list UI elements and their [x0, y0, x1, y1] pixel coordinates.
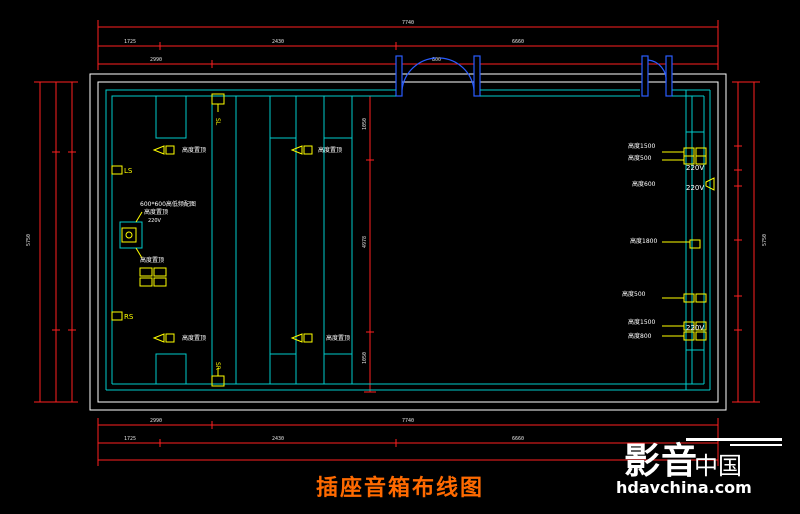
- dim-top-left2: 2990: [150, 57, 162, 63]
- right-h1500-b: 高度1500: [628, 318, 655, 326]
- speaker-rs-label: RS: [124, 313, 134, 321]
- dim-bottom-mid: 2430: [272, 436, 284, 442]
- logo-sub-text: 中国: [694, 452, 742, 480]
- dim-side-total: 5750: [26, 234, 32, 246]
- dim-bottom-right: 6660: [512, 436, 524, 442]
- interior-structure: [105, 89, 711, 391]
- dimension-lines: [34, 20, 760, 466]
- dim-bottom-left: 1725: [124, 436, 136, 442]
- screen-220v-label: 220V: [148, 218, 162, 224]
- right-h1800: 高度1800: [630, 237, 657, 245]
- screen-ceiling-label: 高度置顶: [144, 208, 168, 216]
- speaker-ls-label: LS: [124, 167, 133, 175]
- dim-door-width: 800: [432, 57, 441, 63]
- logo-main-text: 影音: [624, 441, 699, 482]
- speaker-sr-label: SR: [214, 362, 221, 370]
- screen-note-label: 600*600高低频配图: [140, 200, 196, 208]
- right-h500-b: 高度500: [622, 290, 646, 298]
- right-h600: 高度600: [632, 180, 656, 188]
- ceiling-label-3: 高度置顶: [318, 146, 342, 154]
- right-220v-c: 220V: [686, 324, 704, 332]
- right-220v-a: 220V: [686, 164, 704, 172]
- right-h800: 高度800: [628, 332, 652, 340]
- dim-bottom-total: 7740: [402, 418, 414, 424]
- dim-mid-top: 1050: [362, 118, 368, 130]
- ceiling-label-2: 高度置顶: [182, 334, 206, 342]
- dimension-texts: 7740 1725 2430 6660 2990 800 7740 2990 1…: [26, 20, 768, 442]
- symbol-labels: LS RS SL SR 高度置顶 高度置顶 高度置顶 高度置顶 600*600高…: [124, 118, 704, 370]
- dim-top-right: 6660: [512, 39, 524, 45]
- dim-mid-bottom: 1050: [362, 352, 368, 364]
- watermark-logo: 影音 中国 hdavchina.com: [598, 432, 794, 502]
- logo-url-text: hdavchina.com: [616, 478, 752, 497]
- door: [395, 55, 673, 97]
- ceiling-label-1: 高度置顶: [182, 146, 206, 154]
- dim-top-total: 7740: [402, 20, 414, 26]
- right-220v-b: 220V: [686, 184, 704, 192]
- logo-bar-short: [730, 444, 782, 446]
- dim-top-left: 1725: [124, 39, 136, 45]
- dim-bottom-left2: 2990: [150, 418, 162, 424]
- right-h1500-a: 高度1500: [628, 142, 655, 150]
- speaker-sl-label: SL: [214, 118, 221, 126]
- right-h500-a: 高度500: [628, 154, 652, 162]
- diagram-title: 插座音箱布线图: [315, 476, 484, 501]
- symbols: [111, 93, 715, 387]
- dim-top-mid: 2430: [272, 39, 284, 45]
- dim-mid-vertical: 4978: [362, 236, 368, 248]
- dim-right-total: 5750: [762, 234, 768, 246]
- ceiling-label-4: 高度置顶: [326, 334, 350, 342]
- equip-ceiling-label: 高度置顶: [140, 256, 164, 264]
- logo-bar: [686, 438, 782, 441]
